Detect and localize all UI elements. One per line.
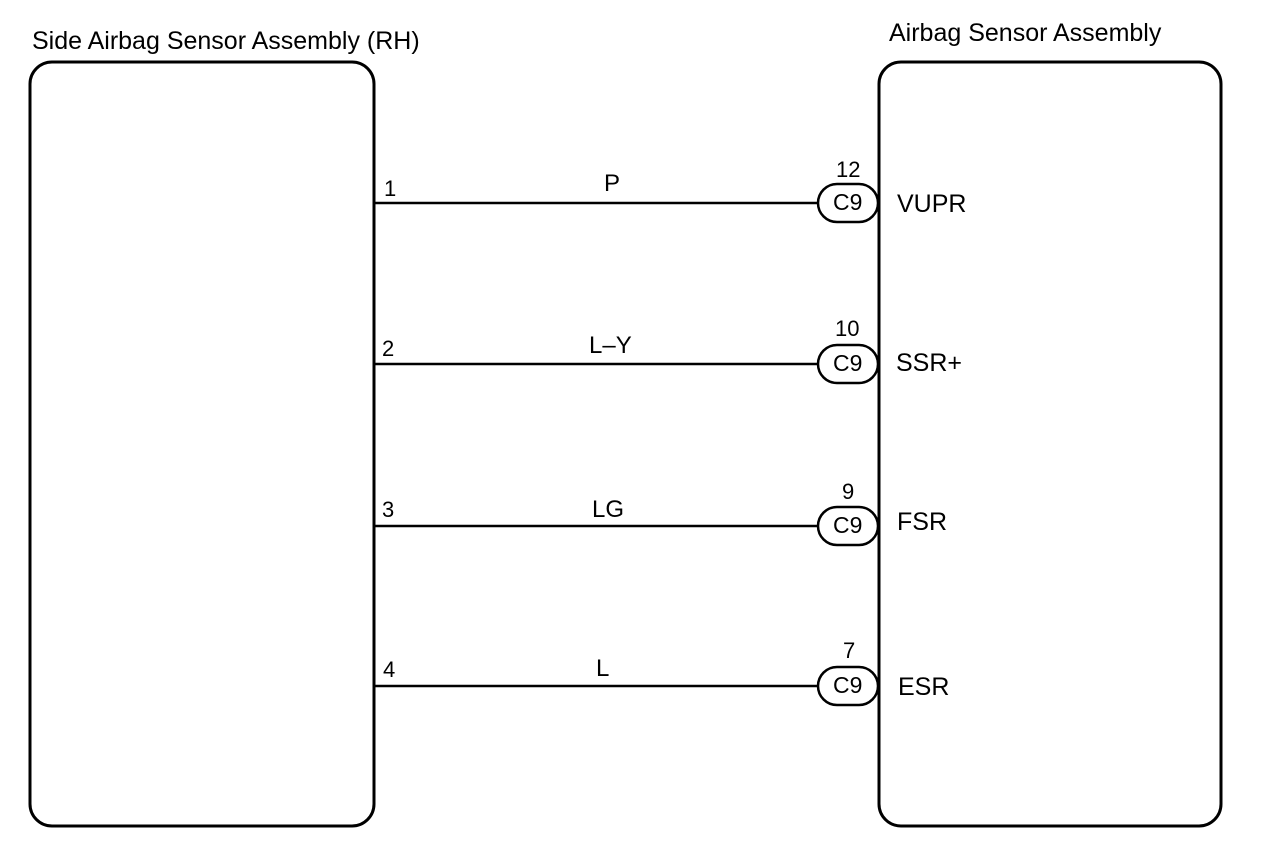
wire-color-label: P [604,170,621,197]
connector-oval-2 [816,343,880,385]
connector-label: C9 [833,672,863,698]
left-component-title: Side Airbag Sensor Assembly (RH) [32,27,420,55]
right-pin-label: 7 [843,638,856,663]
terminal-label: ESR [898,673,950,701]
left-pin-label: 3 [382,497,395,522]
connector-oval-3 [816,505,880,547]
wire-color-label: L [596,655,610,682]
right-pin-label: 10 [835,316,860,341]
connector-label: C9 [833,350,863,376]
terminal-label: VUPR [897,190,967,218]
left-pin-label: 1 [384,176,397,201]
right-pin-label: 9 [842,479,855,504]
right-component-title: Airbag Sensor Assembly [889,19,1162,47]
left-pin-label: 2 [382,336,395,361]
connector-label: C9 [833,189,863,215]
connector-oval-1 [816,182,880,224]
right-pin-label: 12 [836,157,861,182]
connector-oval-4 [816,665,880,707]
terminal-label: SSR+ [896,349,963,377]
airbag-sensor-box [877,60,1223,828]
left-pin-label: 4 [383,657,396,682]
connector-label: C9 [833,512,863,538]
wire-color-label: LG [592,496,625,523]
terminal-label: FSR [897,508,947,536]
side-airbag-sensor-box [28,60,376,828]
wire-color-label: L–Y [589,332,632,359]
